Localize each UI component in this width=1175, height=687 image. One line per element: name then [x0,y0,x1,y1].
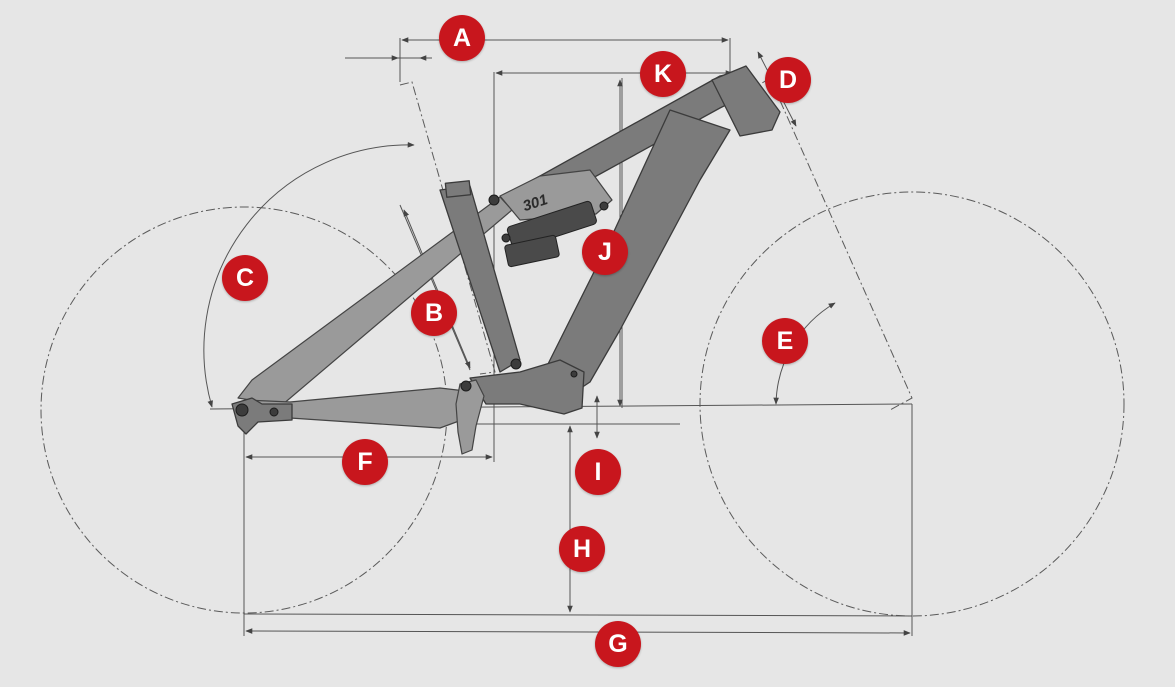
head-tube [711,65,781,137]
marker-j: J [582,229,628,275]
marker-e: E [762,318,808,364]
marker-f: F [342,439,388,485]
rear-shock-reservoir [504,234,560,268]
marker-k: K [640,51,686,97]
marker-c: C [222,255,268,301]
marker-a: A [439,15,485,61]
marker-b: B [411,290,457,336]
dim-seattube-arrow [403,209,471,369]
seat-angle-arc [203,142,415,408]
marker-h: H [559,526,605,572]
down-tube [539,109,731,395]
marker-i: I [575,449,621,495]
front-wheel-outline [699,191,1125,617]
bike-frame: 301 [231,65,781,455]
bottom-bracket [469,359,585,415]
frame-logo: 301 [521,191,550,215]
linkage-arm [455,379,485,455]
dim-wheelbase-arrow [245,628,911,636]
marker-d: D [765,57,811,103]
marker-g: G [595,621,641,667]
seat-tube-collar [444,180,472,198]
